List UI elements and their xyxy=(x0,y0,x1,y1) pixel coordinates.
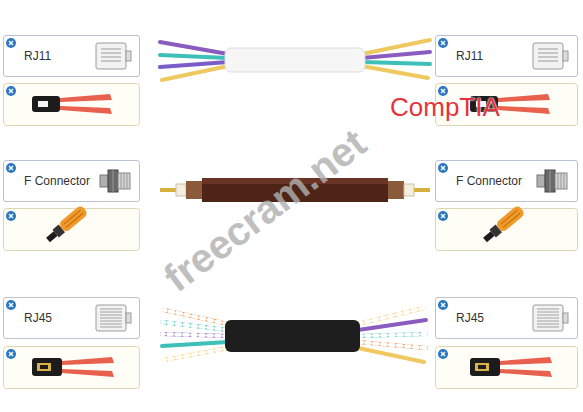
connector-box: RJ11 xyxy=(435,35,578,77)
connector-box: F Connector xyxy=(3,160,140,202)
connector-label: RJ11 xyxy=(456,49,483,63)
connector-box: RJ45 xyxy=(3,297,140,339)
connector-box: F Connector xyxy=(435,160,578,202)
connector-label: F Connector xyxy=(24,174,90,188)
site-watermark: freecram.net xyxy=(156,120,375,300)
connector-label: F Connector xyxy=(456,174,522,188)
brand-watermark: CompTIA xyxy=(390,92,500,123)
connector-label: RJ45 xyxy=(456,311,484,325)
connector-label: RJ11 xyxy=(24,49,51,63)
connector-label: RJ45 xyxy=(24,311,52,325)
connector-box: RJ45 xyxy=(435,297,578,339)
connector-box: RJ11 xyxy=(3,35,140,77)
